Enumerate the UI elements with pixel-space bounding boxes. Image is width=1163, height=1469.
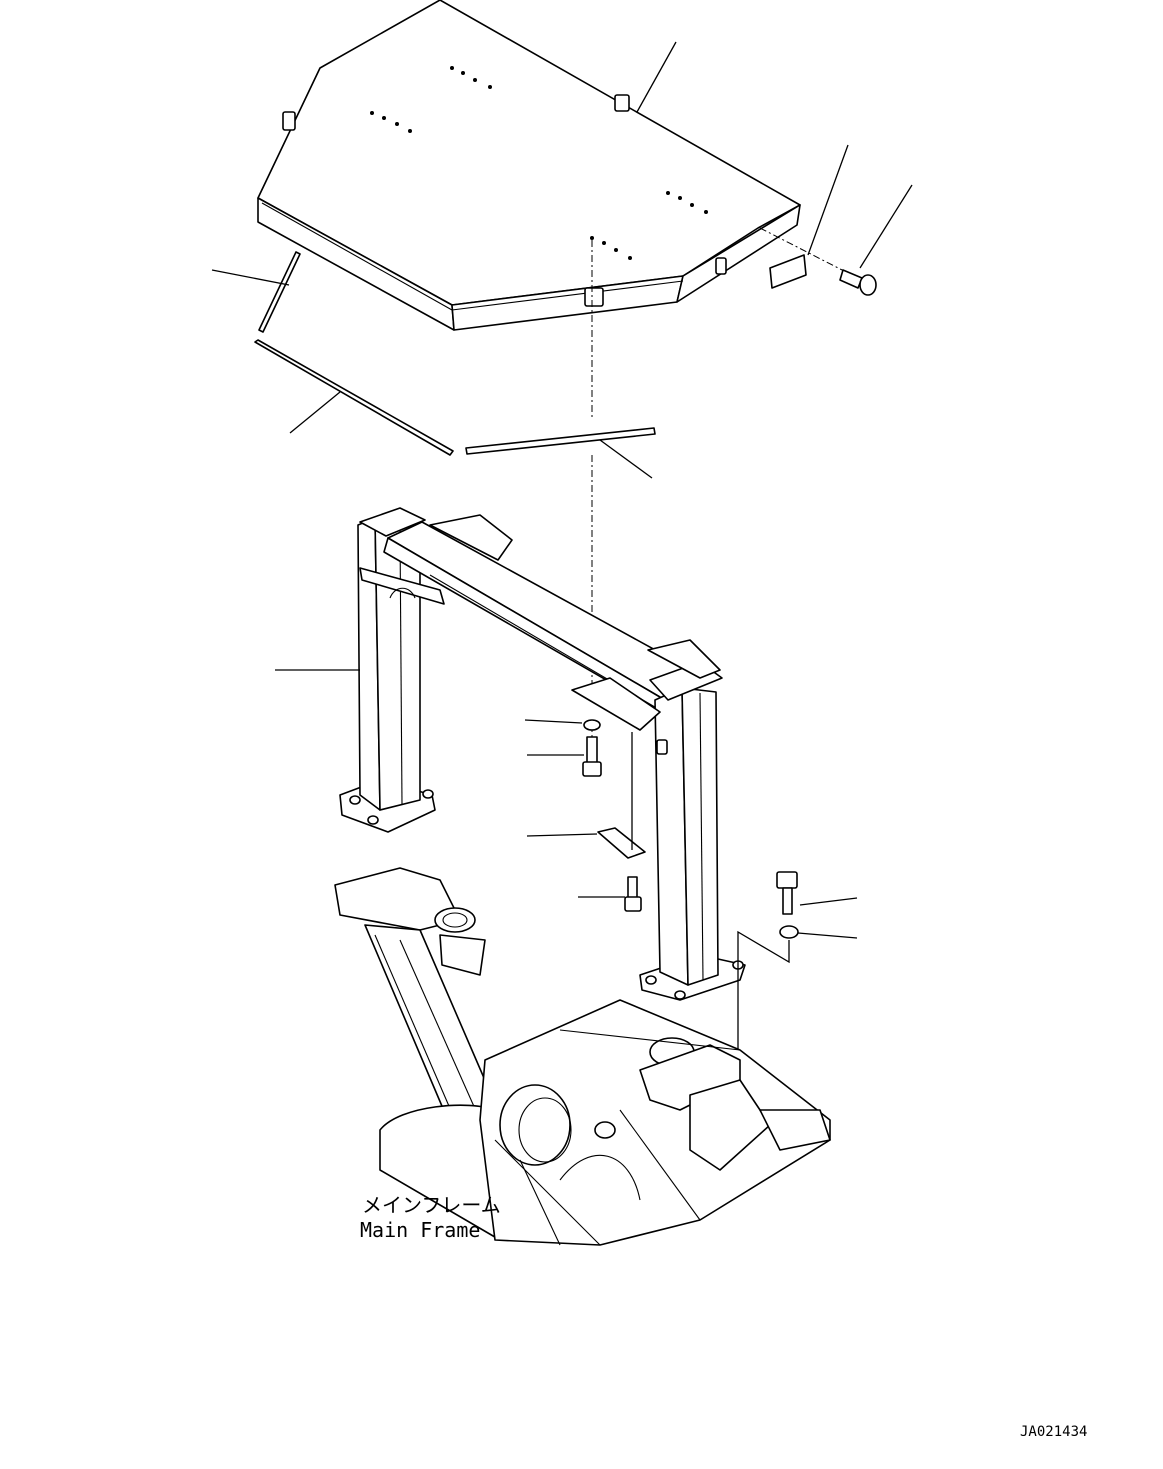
hole-pattern: [370, 66, 708, 260]
support-frame: [339, 507, 746, 1001]
top-cover-plate: [257, 0, 801, 331]
seal-strips: [254, 251, 656, 456]
bolt-lower: [624, 876, 642, 912]
main-frame: [334, 867, 831, 1246]
bolt-middle: [582, 736, 602, 777]
drawing-id: JA021434: [1020, 1424, 1087, 1440]
frame-label-en: Main Frame: [360, 1218, 480, 1242]
bolt-right: [776, 871, 798, 915]
washer-upper: [583, 719, 601, 731]
washer-right: [779, 925, 799, 939]
bolt-cover: [839, 269, 877, 296]
label-plate: [769, 254, 807, 289]
frame-label-jp: メインフレーム: [362, 1193, 501, 1217]
label-plate-small: [597, 827, 646, 859]
